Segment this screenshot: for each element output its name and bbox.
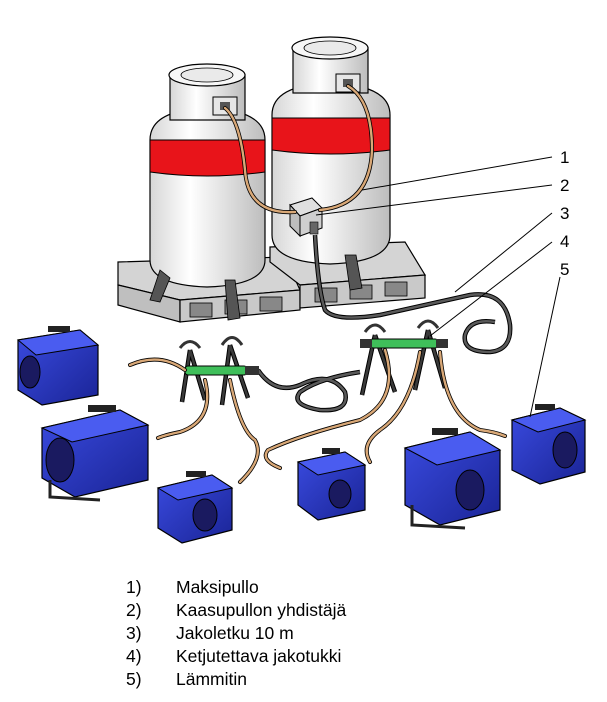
legend-number: 3) <box>126 623 142 643</box>
gas-tank-left <box>149 63 266 321</box>
callout-1: 1 <box>560 148 569 167</box>
legend-text: Maksipullo <box>176 577 259 597</box>
legend-item: 5) Lämmitin <box>126 668 346 691</box>
legend-text: Jakoletku 10 m <box>176 623 294 643</box>
leader-line-2 <box>315 184 553 216</box>
cylinder-connector <box>289 197 323 238</box>
gas-tank-right <box>271 36 391 291</box>
callout-2: 2 <box>560 176 569 195</box>
legend-number: 5) <box>126 669 142 689</box>
heater-hoses <box>128 348 507 484</box>
manifold-right <box>359 319 448 396</box>
leader-line-1 <box>361 156 553 191</box>
legend-item: 4) Ketjutettava jakotukki <box>126 645 346 668</box>
legend-number: 4) <box>126 646 142 666</box>
legend-item: 3) Jakoletku 10 m <box>126 622 346 645</box>
leader-line-5 <box>529 276 561 418</box>
leader-line-3 <box>454 212 553 293</box>
legend-number: 2) <box>126 600 142 620</box>
heater-1 <box>16 326 100 406</box>
callout-5: 5 <box>560 260 569 279</box>
manifold-left <box>178 336 259 406</box>
leader-line-4 <box>429 241 553 337</box>
heater-4 <box>296 448 367 521</box>
legend-item: 2) Kaasupullon yhdistäjä <box>126 599 346 622</box>
callout-3: 3 <box>560 204 569 223</box>
legend-text: Ketjutettava jakotukki <box>176 646 342 666</box>
tank-hoses <box>223 84 375 215</box>
heater-5 <box>403 428 502 530</box>
heater-2 <box>40 405 150 502</box>
legend-number: 1) <box>126 577 142 597</box>
heater-6 <box>510 404 587 485</box>
legend-text: Lämmitin <box>176 669 247 689</box>
legend-text: Kaasupullon yhdistäjä <box>176 600 347 620</box>
legend-item: 1) Maksipullo <box>126 576 346 599</box>
legend-list: 1) Maksipullo 2) Kaasupullon yhdistäjä 3… <box>126 576 346 691</box>
leader-lines <box>315 156 561 418</box>
callout-4: 4 <box>560 232 569 251</box>
heater-3 <box>156 471 234 544</box>
distribution-hose <box>256 234 513 413</box>
